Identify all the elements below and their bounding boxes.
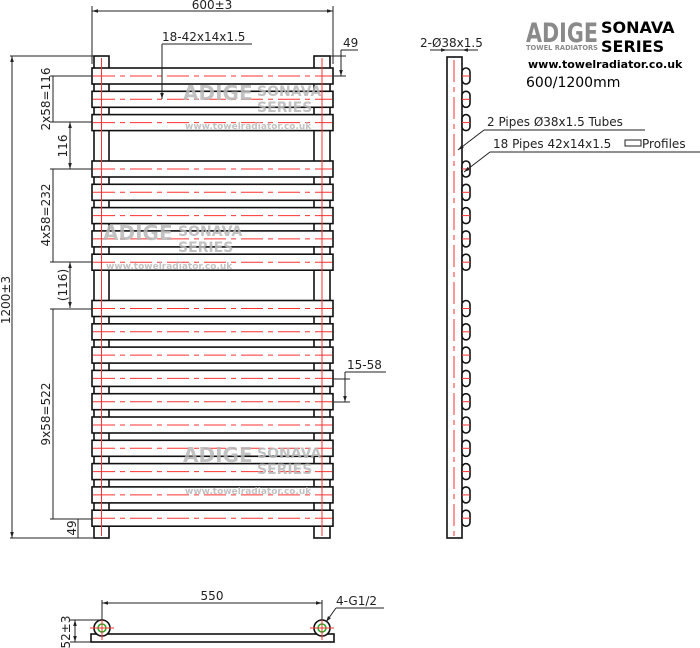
side-view: 2-Ø38x1.5 2 Pipes Ø38x1.5 Tubes 18 Pipes…: [420, 36, 700, 539]
depth-dim: 52±3: [59, 616, 73, 648]
svg-text:www.towelradiator.co.uk: www.towelradiator.co.uk: [185, 487, 312, 497]
group-dim: 4x58=232: [39, 184, 53, 247]
watermark: ADIGE SONAVA SERIES www.towelradiator.co…: [103, 221, 242, 272]
pitch-callout: 15-58: [347, 358, 382, 372]
svg-text:ADIGE: ADIGE: [103, 221, 173, 245]
profiles-note-suffix: Profiles: [642, 137, 686, 151]
group-dim: 116: [56, 135, 70, 158]
bottom-plate: [90, 633, 335, 643]
pipes-note: 2 Pipes Ø38x1.5 Tubes: [487, 115, 623, 129]
svg-text:SERIES: SERIES: [257, 100, 312, 116]
profile-callout: 18-42x14x1.5: [162, 30, 245, 44]
svg-text:SERIES: SERIES: [601, 37, 664, 56]
svg-text:ADIGE: ADIGE: [183, 443, 253, 467]
front-dimensions: 600±3 18-42x14x1.5 49 1200±3 2x58=116 11…: [0, 0, 386, 539]
rectangle-profile-icon: [624, 139, 642, 147]
side-profiles: [461, 67, 471, 528]
centers-dim: 550: [201, 589, 224, 603]
logo-website: www.towelradiator.co.uk: [528, 58, 683, 71]
svg-text:SONAVA: SONAVA: [178, 224, 242, 240]
brand-logo: ADIGE TOWEL RADIATORS SONAVA SERIES www.…: [526, 18, 683, 91]
tube-dim: 2-Ø38x1.5: [420, 36, 483, 50]
svg-text:www.towelradiator.co.uk: www.towelradiator.co.uk: [185, 122, 312, 132]
profiles-note: 18 Pipes 42x14x1.5: [493, 137, 611, 151]
bottom-view: 550 52±3 4-G1/2: [59, 589, 384, 648]
front-view: [91, 55, 334, 539]
width-dim: 600±3: [192, 0, 233, 12]
svg-text:SONAVA: SONAVA: [257, 84, 321, 100]
bottom-offset-dim: 49: [65, 520, 79, 535]
svg-text:SONAVA: SONAVA: [257, 446, 321, 462]
group-dim: 9x58=522: [39, 383, 53, 446]
svg-text:ADIGE: ADIGE: [183, 81, 253, 105]
group-dim: 2x58=116: [39, 68, 53, 131]
group-dim: (116): [56, 269, 70, 301]
watermark: ADIGE SONAVA SERIES www.towelradiator.co…: [183, 443, 321, 497]
svg-text:SERIES: SERIES: [257, 462, 312, 478]
svg-text:SONAVA: SONAVA: [601, 18, 675, 37]
connections-dim: 4-G1/2: [336, 594, 377, 608]
model-size: 600/1200mm: [526, 75, 620, 91]
watermark: ADIGE SONAVA SERIES www.towelradiator.co…: [183, 81, 321, 132]
height-dim: 1200±3: [0, 276, 13, 324]
svg-text:TOWEL RADIATORS: TOWEL RADIATORS: [526, 44, 598, 52]
svg-text:www.towelradiator.co.uk: www.towelradiator.co.uk: [106, 262, 233, 272]
top-offset-dim: 49: [343, 36, 358, 50]
horizontal-bars: [91, 67, 334, 528]
svg-text:SERIES: SERIES: [178, 240, 233, 256]
svg-text:ADIGE: ADIGE: [526, 18, 598, 49]
